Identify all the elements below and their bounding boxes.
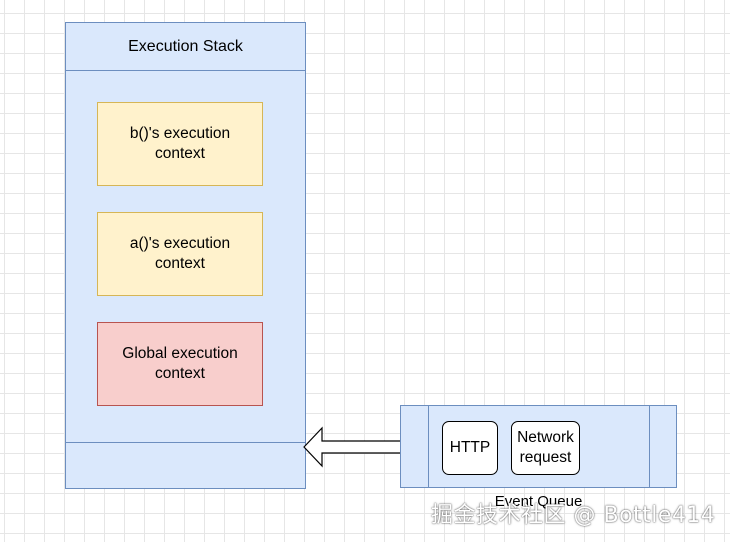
b-execution-context-label: b()'s execution context xyxy=(129,125,231,162)
watermark-text: 掘金技术社区 @ Bottle414 xyxy=(431,503,716,528)
event-queue-item-http-label: HTTP xyxy=(449,439,491,456)
left-arrow-icon xyxy=(303,426,403,468)
event-queue-left-divider xyxy=(428,406,429,487)
a-execution-context-label: a()'s execution context xyxy=(129,235,231,272)
event-queue-label: Event Queue xyxy=(494,493,583,510)
global-execution-context-label: Global execution context xyxy=(122,345,238,382)
stack-footer-divider xyxy=(66,442,305,443)
event-queue-container: HTTP Network request xyxy=(400,405,677,488)
a-execution-context: a()'s execution context xyxy=(97,212,263,296)
execution-stack-container: Execution Stack b()'s execution context … xyxy=(65,22,306,489)
event-queue-item-network-request: Network request xyxy=(511,421,580,475)
b-execution-context: b()'s execution context xyxy=(97,102,263,186)
event-queue-item-http: HTTP xyxy=(442,421,498,475)
event-queue-right-divider xyxy=(649,406,650,487)
execution-stack-title: Execution Stack xyxy=(66,23,305,71)
global-execution-context: Global execution context xyxy=(97,322,263,406)
event-queue-item-network-label: Network request xyxy=(517,429,574,466)
